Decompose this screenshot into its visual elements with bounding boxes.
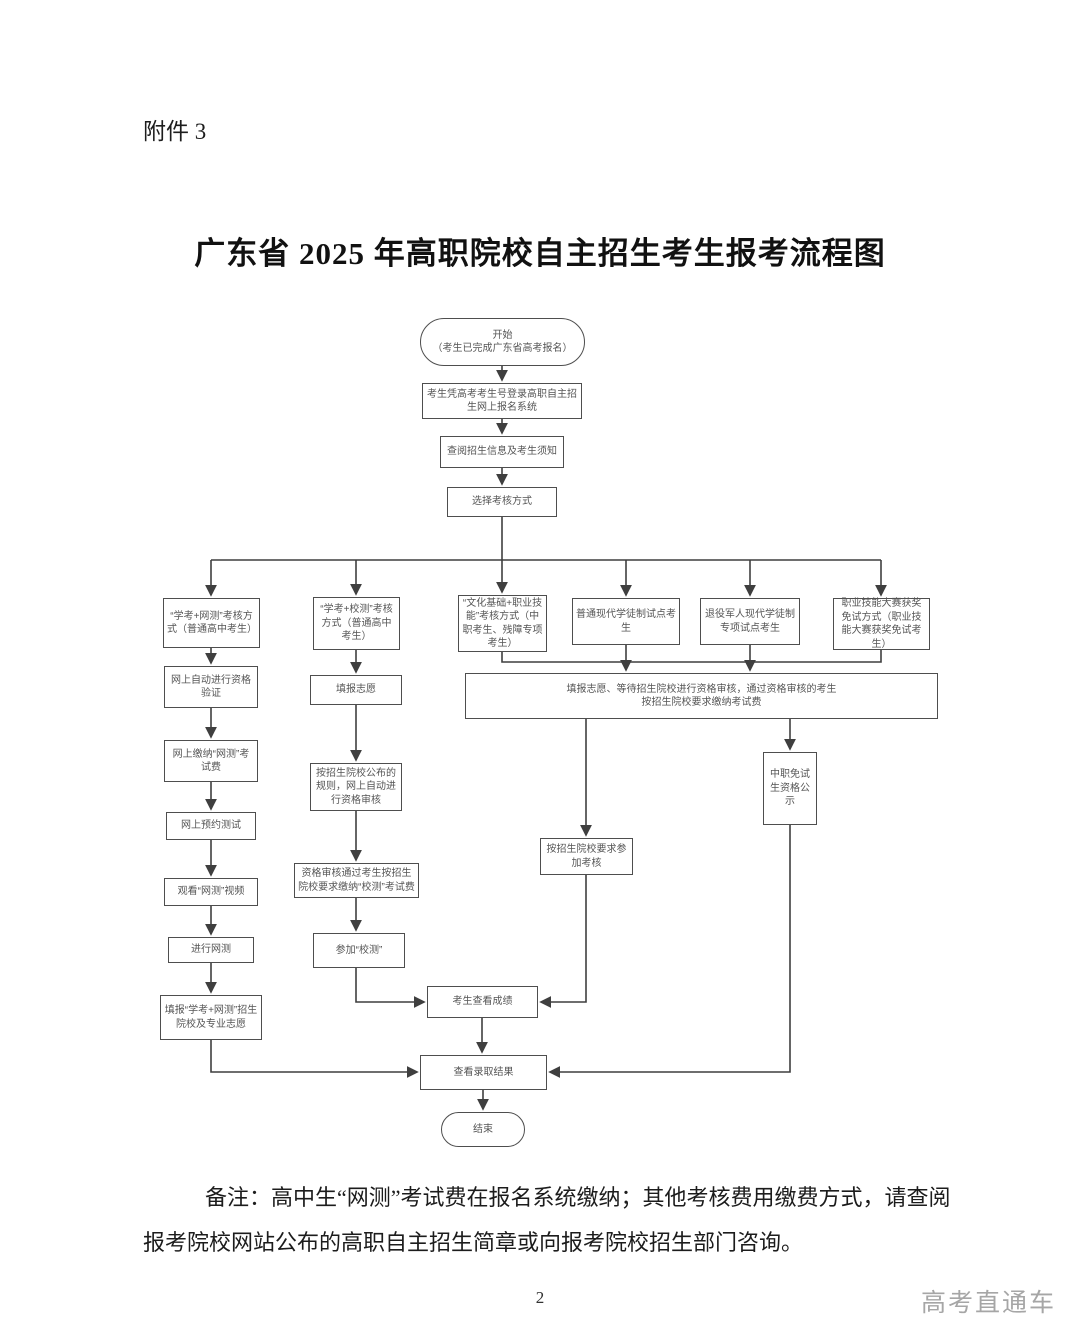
flow-check-scores-step: 考生查看成绩 [427, 986, 538, 1018]
flow-take-school-test-step: 参加“校测” [313, 933, 405, 968]
page-number: 2 [535, 1288, 545, 1307]
flow-book-test-step: 网上预约测试 [166, 812, 256, 840]
flow-auto-review-by-rules-step: 按招生院校公布的规则，网上自动进行资格审核 [310, 763, 402, 811]
flow-branch-xuekao-wangce: “学考+网测”考核方式（普通高中考生） [163, 598, 260, 648]
page-title: 广东省 2025 年高职院校自主招生考生报考流程图 [194, 236, 886, 271]
flow-review-info-step: 查阅招生信息及考生须知 [440, 436, 564, 468]
flow-login-step: 考生凭高考考生号登录高职自主招生网上报名系统 [422, 383, 582, 419]
flow-watch-video-step: 观看“网测”视频 [164, 878, 258, 906]
flow-branch-veterans: 退役军人现代学徒制专项试点考生 [700, 598, 800, 645]
flow-fill-preferences-xkwc-step: 填报“学考+网测”招生院校及专业志愿 [160, 995, 262, 1040]
flow-fill-wait-review-step: 填报志愿、等待招生院校进行资格审核，通过资格审核的考生 按招生院校要求缴纳考试费 [465, 673, 938, 719]
flow-branch-apprenticeship: 普通现代学徒制试点考生 [572, 598, 680, 645]
flow-check-admission-step: 查看录取结果 [420, 1055, 547, 1090]
flow-start-terminator: 开始 （考生已完成广东省高考报名） [420, 318, 585, 366]
flow-end-terminator: 结束 [441, 1112, 525, 1147]
flow-pay-wangce-fee-step: 网上缴纳“网测”考试费 [164, 740, 258, 782]
attachment-label: 附件 3 [143, 119, 207, 144]
flow-pay-xiaoce-fee-step: 资格审核通过考生按招生院校要求缴纳“校测”考试费 [294, 863, 419, 898]
flow-take-online-test-step: 进行网测 [168, 937, 254, 963]
flow-exemption-publicity-step: 中职免试生资格公示 [763, 752, 817, 825]
flow-auto-qualification-step: 网上自动进行资格验证 [164, 666, 258, 708]
flow-choose-method-step: 选择考核方式 [447, 487, 557, 517]
watermark-text: 高考直通车 [920, 1289, 1056, 1317]
flow-branch-culture-skills: “文化基础+职业技能”考核方式（中职考生、残障专项考生） [458, 595, 547, 652]
flow-fill-preferences-step: 填报志愿 [310, 675, 402, 705]
flow-attend-assessment-step: 按招生院校要求参加考核 [540, 838, 633, 875]
footnote-text: 备注：高中生“网测”考试费在报名系统缴纳；其他考核费用缴费方式，请查阅报考院校网… [143, 1185, 951, 1256]
flow-branch-xuekao-xiaoce: “学考+校测”考核方式（普通高中考生） [313, 597, 400, 650]
flow-branch-skills-competition: 职业技能大赛获奖免试方式（职业技能大赛获奖免试考生） [833, 598, 930, 650]
